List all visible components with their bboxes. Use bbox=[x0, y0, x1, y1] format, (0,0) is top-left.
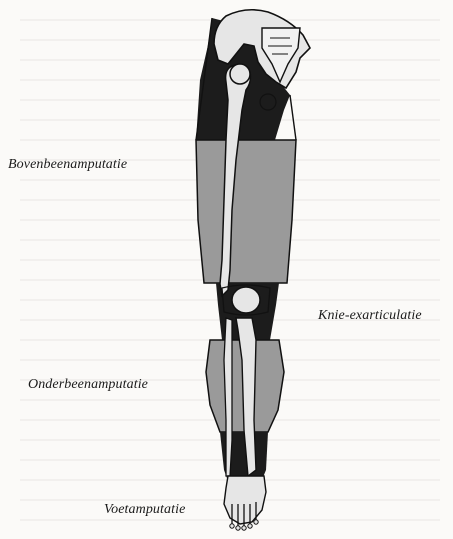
foot-bones bbox=[224, 476, 266, 524]
leg-outline-right bbox=[290, 95, 296, 140]
obturator-hole bbox=[260, 94, 276, 110]
patella-bone bbox=[232, 287, 260, 313]
label-above-knee: Bovenbeenamputatie bbox=[8, 157, 127, 173]
label-foot: Voetamputatie bbox=[104, 502, 185, 518]
label-below-knee: Onderbeenamputatie bbox=[28, 377, 148, 393]
femoral-head bbox=[230, 64, 250, 84]
label-knee-disarticulation: Knie-exarticulatie bbox=[318, 308, 422, 324]
above-knee-zone bbox=[196, 140, 296, 283]
